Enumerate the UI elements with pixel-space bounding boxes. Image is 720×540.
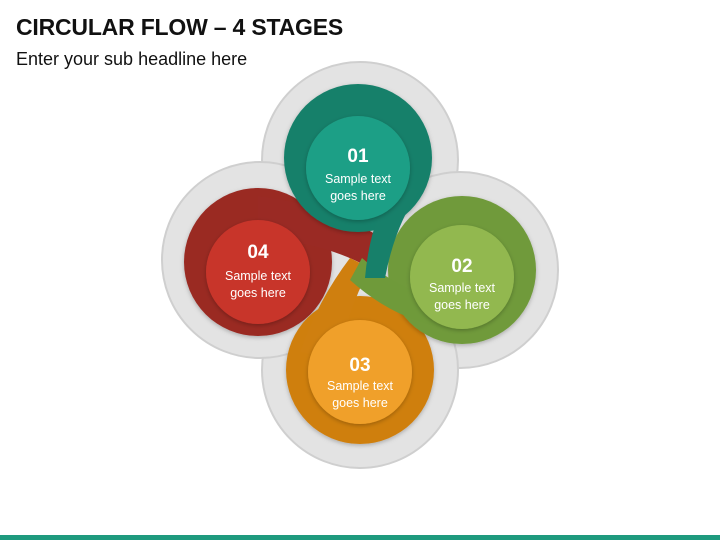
stage-03: 03 Sample text goes here — [308, 320, 412, 424]
stage-03-text-line2: goes here — [332, 396, 388, 410]
stage-02-text-line2: goes here — [434, 298, 490, 312]
stage-02-circle — [410, 225, 514, 329]
stage-04-text-line2: goes here — [230, 286, 286, 300]
page-subtitle: Enter your sub headline here — [16, 49, 248, 69]
stage-01-text-line2: goes here — [330, 189, 386, 203]
stage-02: 02 Sample text goes here — [410, 225, 514, 329]
ring-04-tail — [258, 196, 385, 268]
stage-02-number: 02 — [451, 256, 472, 277]
ring-01-tail — [365, 185, 420, 278]
stage-03-circle — [308, 320, 412, 424]
page-title: CIRCULAR FLOW – 4 STAGES — [16, 14, 344, 40]
ring-03-tail — [300, 258, 370, 360]
accent-bar — [0, 535, 720, 540]
stage-01: 01 Sample text goes here — [306, 116, 410, 220]
stage-03-text-line1: Sample text — [327, 379, 394, 393]
stage-04-text-line1: Sample text — [225, 269, 292, 283]
stage-02-text-line1: Sample text — [429, 281, 496, 295]
stage-01-text-line1: Sample text — [325, 172, 392, 186]
stage-04-number: 04 — [247, 242, 269, 263]
stage-03-number: 03 — [349, 355, 370, 376]
stage-04: 04 Sample text goes here — [206, 220, 310, 324]
stage-04-circle — [206, 220, 310, 324]
stage-01-number: 01 — [347, 146, 369, 167]
stage-01-circle — [306, 116, 410, 220]
